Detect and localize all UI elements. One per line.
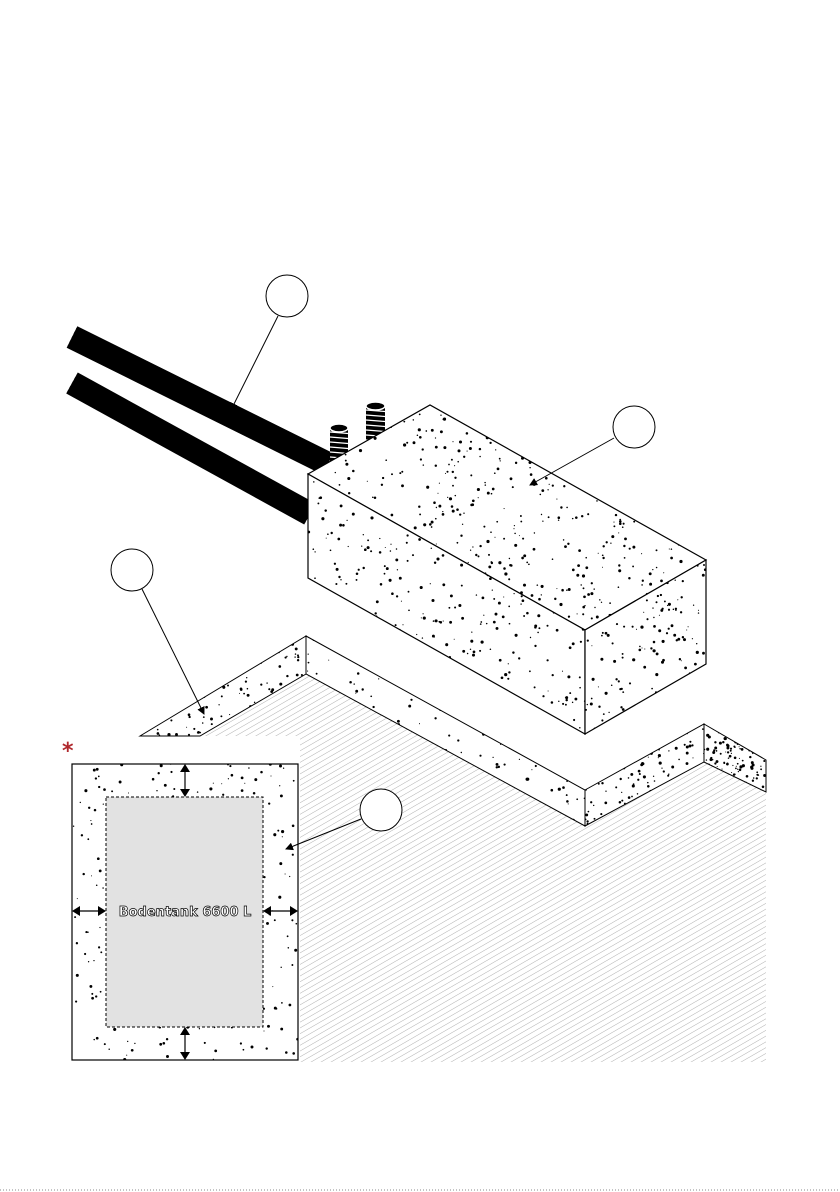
callout-trench-bed (111, 549, 204, 714)
inset-plan: Bodentank 6600 L * (62, 739, 299, 1061)
inset-marker: * (62, 739, 74, 764)
inset-tank-label: Bodentank 6600 L (119, 905, 252, 920)
callout-pipes (231, 275, 308, 410)
